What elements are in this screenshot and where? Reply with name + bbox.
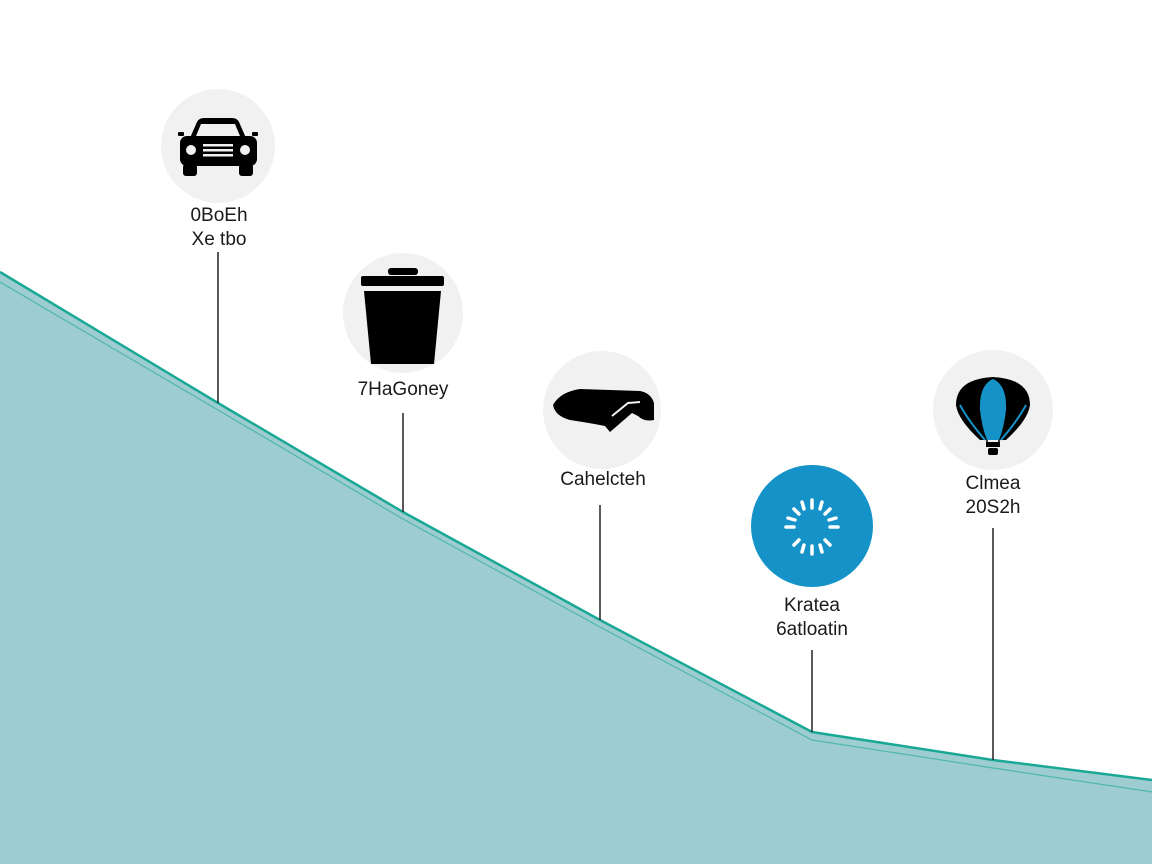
milestone-car	[161, 89, 275, 203]
hot-air-balloon-icon	[956, 377, 1030, 455]
shoe-icon	[553, 389, 654, 432]
milestone-label-car: 0BoEh Xe tbo	[190, 204, 247, 252]
label-line: 0BoEh	[190, 205, 248, 226]
label-line: Cahelcteh	[560, 469, 646, 490]
label-line: 7HaGoney	[357, 379, 449, 400]
milestone-label-sparkle: Kratea 6atloatin	[776, 594, 848, 642]
milestone-sparkle	[751, 465, 873, 587]
trash-can-icon	[361, 268, 444, 364]
label-line: 20S2h	[965, 497, 1021, 518]
milestone-trash-can	[343, 253, 463, 373]
milestone-label-balloon: Clmea 20S2h	[966, 472, 1021, 520]
label-line: 6atloatin	[776, 619, 848, 640]
milestone-label-shoe: Cahelcteh	[560, 468, 646, 492]
label-line: Kratea	[784, 595, 840, 616]
label-line: Clmea	[965, 473, 1021, 494]
declining-area	[0, 272, 1152, 864]
milestone-balloon	[933, 350, 1053, 470]
sparkle-burst-icon	[784, 498, 840, 556]
label-line: Xe tbo	[191, 229, 247, 250]
milestone-label-trash-can: 7HaGoney	[358, 378, 449, 402]
area-edge-line-inner	[0, 281, 1152, 793]
milestone-shoe	[543, 351, 661, 469]
car-icon	[178, 118, 258, 176]
